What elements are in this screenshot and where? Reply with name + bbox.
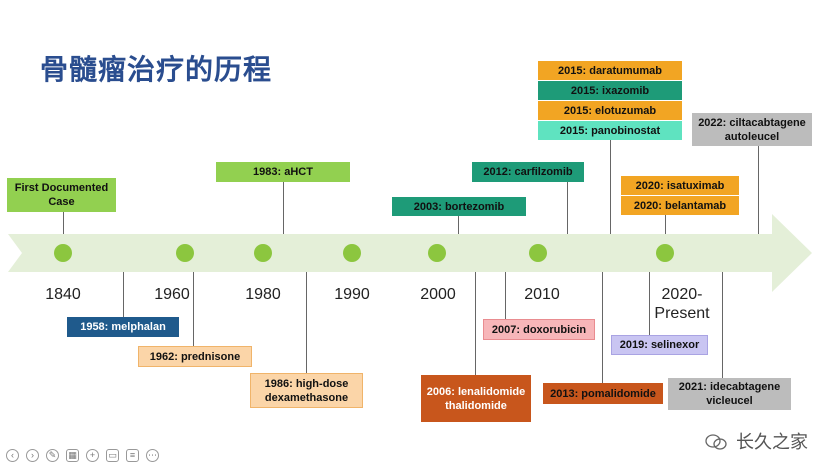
year-label: 2010 bbox=[524, 286, 560, 303]
event-pomalidomide: 2013: pomalidomide bbox=[543, 383, 663, 404]
connector-line bbox=[722, 272, 723, 378]
connector-line bbox=[63, 212, 64, 234]
event-first-case: First Documented Case bbox=[7, 178, 116, 212]
more-options-icon[interactable]: ⋯ bbox=[146, 449, 159, 462]
screen-icon[interactable]: ▭ bbox=[106, 449, 119, 462]
pen-icon[interactable]: ✎ bbox=[46, 449, 59, 462]
year-label: 2020- bbox=[661, 286, 703, 303]
connector-line bbox=[567, 182, 568, 234]
connector-line bbox=[505, 272, 506, 319]
event-ciltacabtagene: 2022: ciltacabtagene autoleucel bbox=[692, 113, 812, 146]
connector-line bbox=[649, 272, 650, 335]
event-ahct: 1983: aHCT bbox=[216, 162, 350, 182]
event-bortezomib: 2003: bortezomib bbox=[392, 197, 526, 216]
connector-line bbox=[283, 182, 284, 234]
event-belantamab: 2020: belantamab bbox=[621, 196, 739, 215]
year-label: 2000 bbox=[420, 286, 456, 303]
zoom-icon[interactable]: + bbox=[86, 449, 99, 462]
event-isatuximab: 2020: isatuximab bbox=[621, 176, 739, 195]
slide-title: 骨髓瘤治疗的历程 bbox=[40, 53, 273, 86]
timeline-dot bbox=[343, 244, 361, 262]
timeline-dot bbox=[254, 244, 272, 262]
event-prednisone: 1962: prednisone bbox=[138, 346, 252, 367]
year-label: 1990 bbox=[334, 286, 370, 303]
year-label: Present bbox=[654, 305, 710, 322]
watermark-text: 长久之家 bbox=[736, 432, 808, 453]
event-melphalan: 1958: melphalan bbox=[67, 317, 179, 337]
timeline-arrow-shape bbox=[8, 214, 812, 292]
year-label: 1840 bbox=[45, 286, 81, 303]
slides-grid-icon[interactable]: ▦ bbox=[66, 449, 79, 462]
event-lenalidomide: 2006: lenalidomide thalidomide bbox=[421, 375, 531, 422]
event-ixazomib: 2015: ixazomib bbox=[538, 81, 682, 100]
connector-line bbox=[123, 272, 124, 317]
connector-line bbox=[475, 272, 476, 375]
event-carfilzomib: 2012: carfilzomib bbox=[472, 162, 584, 182]
event-doxorubicin: 2007: doxorubicin bbox=[483, 319, 595, 340]
event-daratumumab: 2015: daratumumab bbox=[538, 61, 682, 80]
event-panobinostat: 2015: panobinostat bbox=[538, 121, 682, 140]
timeline-dot bbox=[656, 244, 674, 262]
timeline-dot bbox=[54, 244, 72, 262]
event-elotuzumab: 2015: elotuzumab bbox=[538, 101, 682, 120]
connector-line bbox=[602, 272, 603, 383]
timeline-dot bbox=[529, 244, 547, 262]
connector-line bbox=[610, 140, 611, 234]
event-selinexor: 2019: selinexor bbox=[611, 335, 708, 355]
connector-line bbox=[458, 215, 459, 234]
wechat-icon bbox=[705, 434, 727, 450]
event-idecabtagene: 2021: idecabtagene vicleucel bbox=[668, 378, 791, 410]
next-slide-icon[interactable]: › bbox=[26, 449, 39, 462]
presentation-toolbar: ‹ › ✎ ▦ + ▭ ≡ ⋯ bbox=[0, 442, 832, 470]
timeline-dot bbox=[428, 244, 446, 262]
event-dexamethasone: 1986: high-dose dexamethasone bbox=[250, 373, 363, 408]
connector-line bbox=[193, 272, 194, 346]
previous-slide-icon[interactable]: ‹ bbox=[6, 449, 19, 462]
subtitles-icon[interactable]: ≡ bbox=[126, 449, 139, 462]
connector-line bbox=[758, 146, 759, 234]
timeline-dot bbox=[176, 244, 194, 262]
year-label: 1980 bbox=[245, 286, 281, 303]
connector-line bbox=[665, 213, 666, 234]
year-label: 1960 bbox=[154, 286, 190, 303]
connector-line bbox=[306, 272, 307, 373]
